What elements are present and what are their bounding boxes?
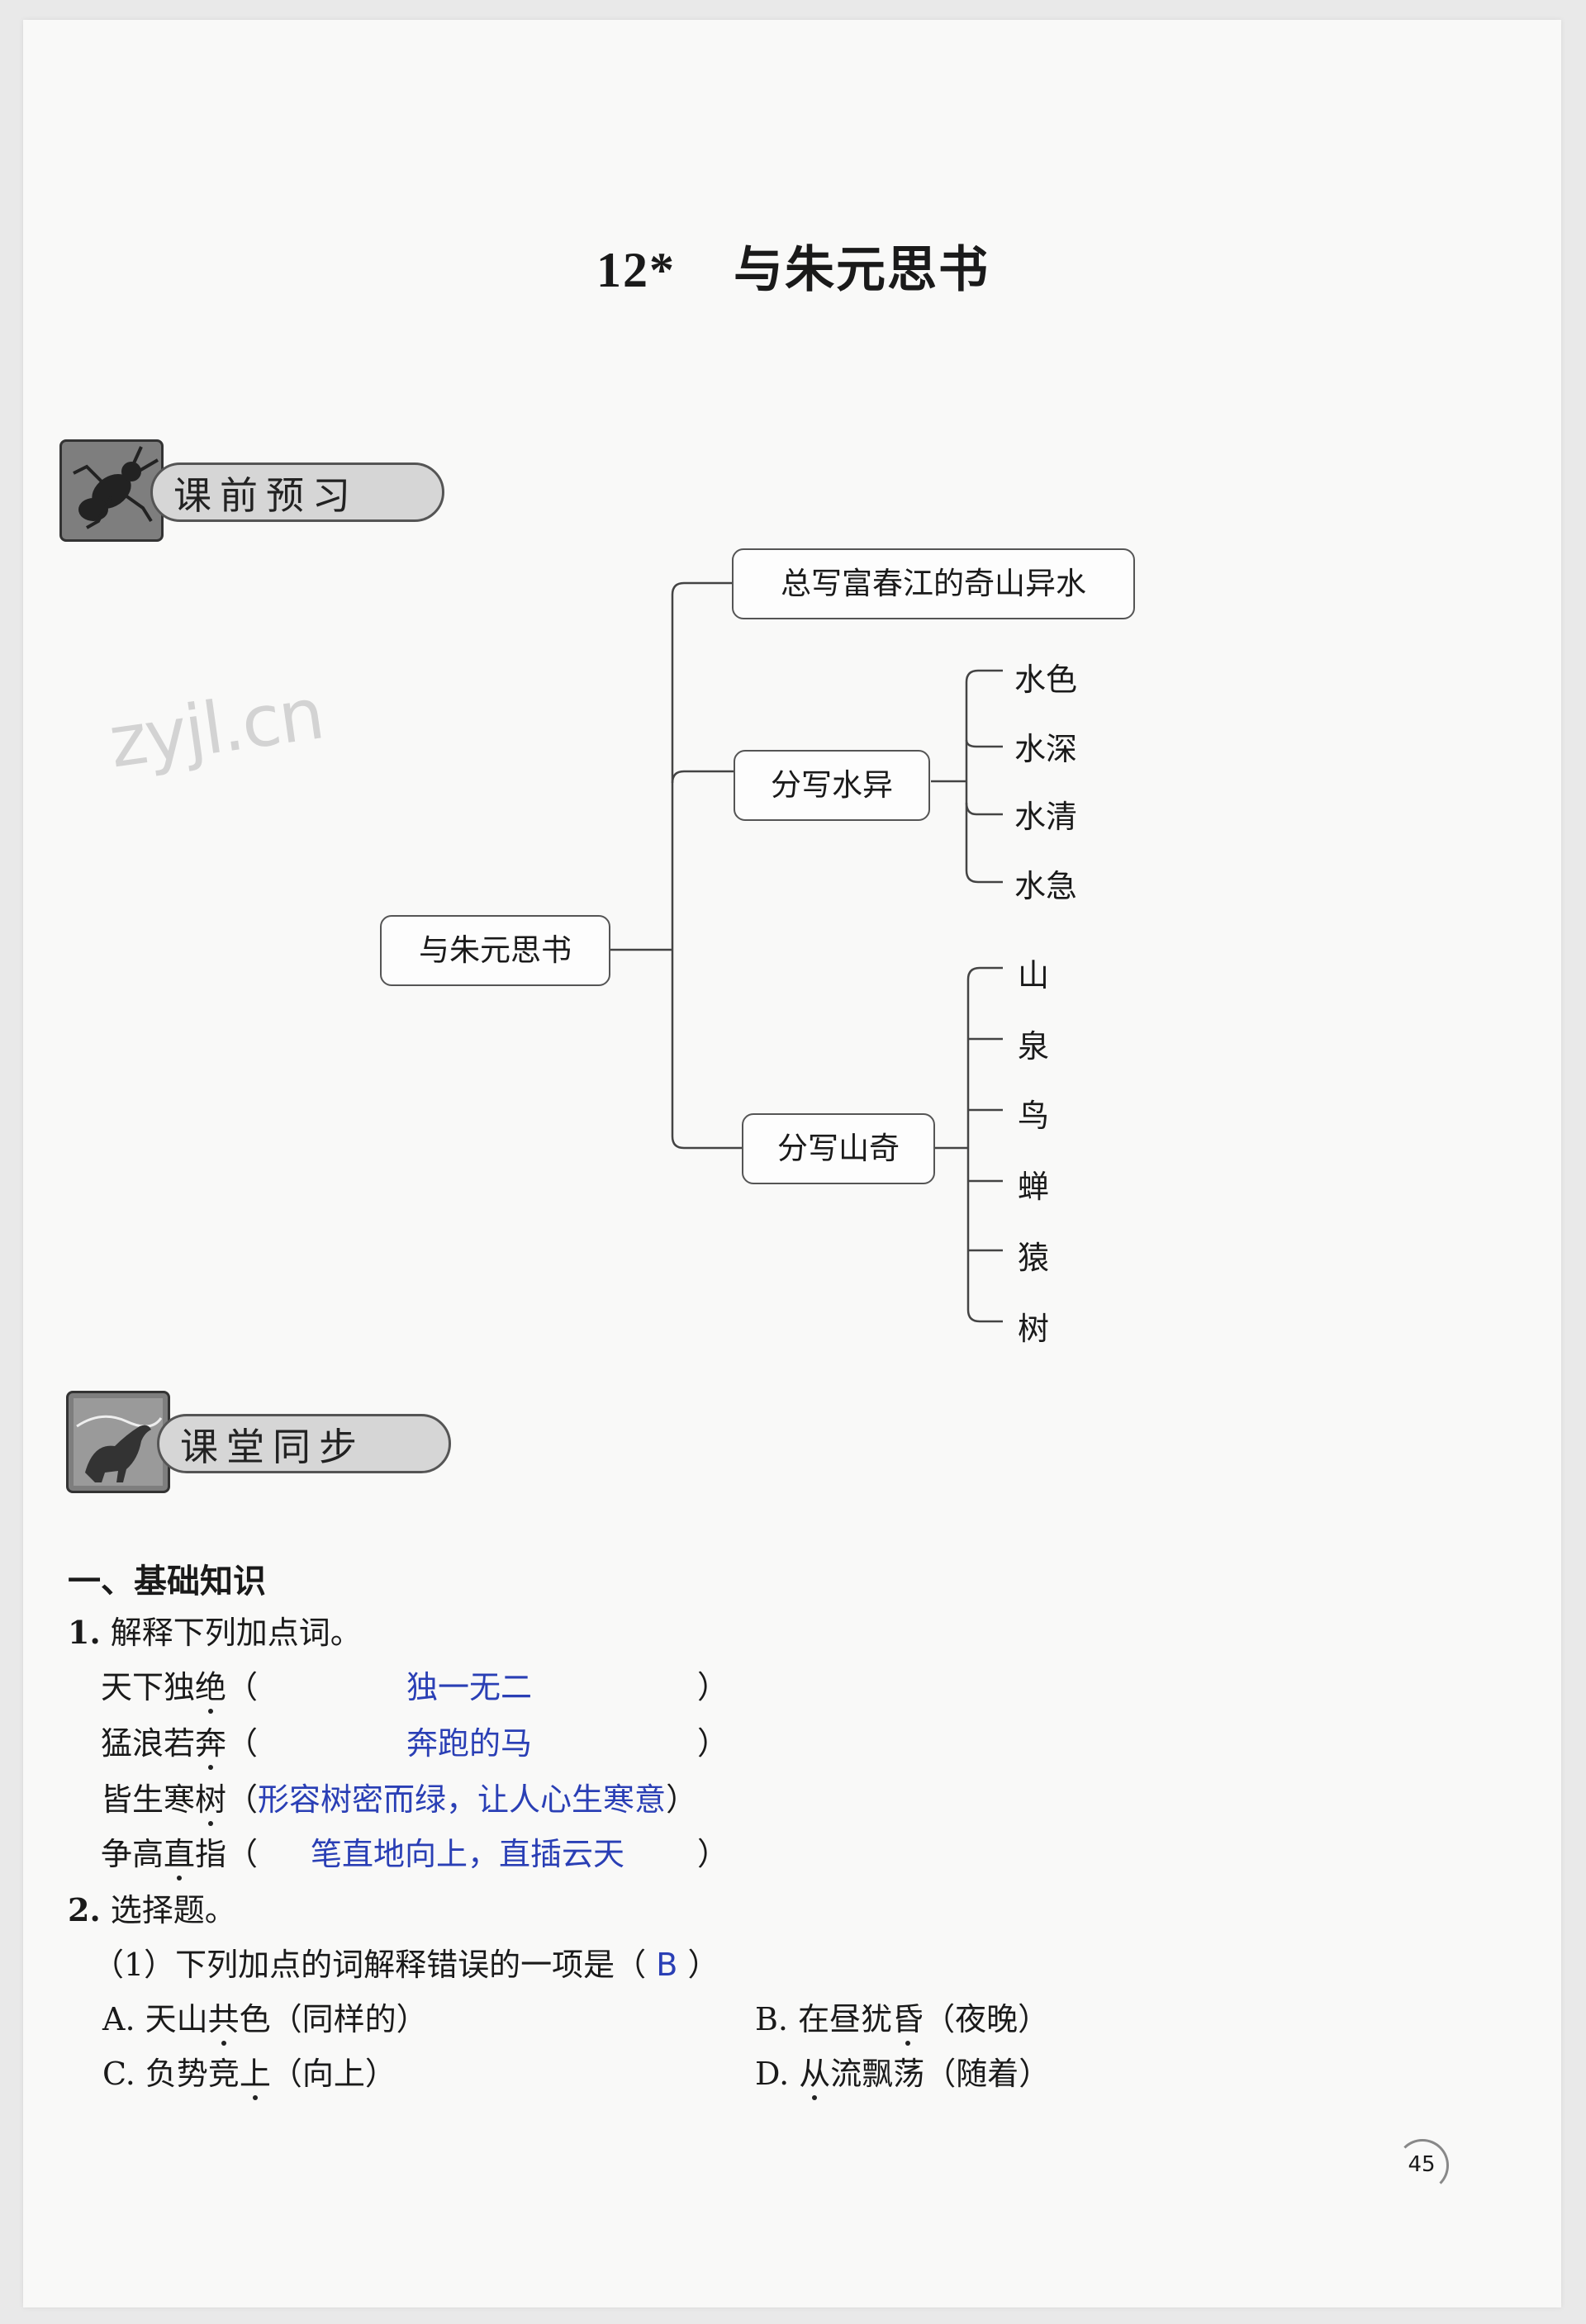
mindmap-leaf-mountain: 蝉	[1018, 1169, 1050, 1205]
page-title: 12* 与朱元思书	[0, 230, 1586, 301]
dotted-char: 绝	[195, 1669, 227, 1705]
option-text: （向上）	[270, 2056, 396, 2092]
answer-text: 奔跑的马	[406, 1725, 533, 1762]
answer-text: 独一无二	[406, 1669, 533, 1705]
option-text: C. 负势竞	[102, 2056, 240, 2092]
mindmap-leaf-mountain: 树	[1018, 1311, 1050, 1347]
section-badge-classroom: 课堂同步	[66, 1391, 463, 1493]
term-text: 猛浪若	[101, 1725, 196, 1762]
open-paren: （	[226, 1669, 259, 1705]
dotted-char: 树	[195, 1781, 227, 1818]
question-prompt: 解释下列加点词。	[110, 1615, 362, 1651]
dotted-char: 共	[207, 2001, 240, 2037]
close-paren: ）	[687, 1947, 719, 1983]
q1-item: 争高直指（ 笔直地向上，直插云天 ）	[101, 1828, 729, 1874]
dotted-char: 直	[164, 1836, 196, 1872]
lesson-number: 12*	[596, 243, 676, 297]
sub-question-text: （1）下列加点的词解释错误的一项是（	[93, 1947, 647, 1983]
option-text: D.	[755, 2056, 800, 2092]
term-text: 皆生寒	[101, 1781, 196, 1818]
mindmap-branch-water: 分写水异	[734, 750, 930, 821]
close-paren: ）	[666, 1781, 698, 1818]
mindmap-leaf-mountain: 山	[1018, 957, 1050, 994]
mindmap-leaf-mountain: 泉	[1018, 1028, 1050, 1065]
option-text: B. 在昼犹	[755, 2001, 893, 2037]
answer-text: 笔直地向上，直插云天	[311, 1836, 625, 1872]
open-paren: （	[226, 1725, 259, 1762]
mindmap-branch-overview: 总写富春江的奇山异水	[732, 548, 1135, 619]
mindmap-root-node: 与朱元思书	[380, 915, 610, 986]
mindmap-connectors	[610, 581, 1003, 1323]
lesson-title: 与朱元思书	[734, 241, 990, 299]
option-a: A. 天山共色（同样的）	[102, 1994, 428, 2039]
term-text: 争高	[101, 1836, 164, 1872]
dotted-char: 奔	[195, 1725, 227, 1762]
question-number: 2.	[68, 1891, 101, 1928]
option-c: C. 负势竞上（向上）	[102, 2048, 396, 2094]
answer-text: 形容树密而绿，让人心生寒意	[258, 1781, 667, 1818]
q1-item: 皆生寒树（形容树密而绿，让人心生寒意）	[101, 1774, 729, 1819]
open-paren: （	[226, 1781, 259, 1818]
section-badge-preview: 课前预习	[59, 439, 448, 542]
mindmap-leaf-water: 水深	[1014, 731, 1078, 767]
dotted-char: 上	[239, 2056, 271, 2092]
question-2: 2. 选择题。	[68, 1885, 236, 1930]
q2-sub1: （1）下列加点的词解释错误的一项是（ B ）	[93, 1939, 719, 1985]
option-text: （夜晚）	[924, 2001, 1050, 2037]
q1-item: 猛浪若奔（ 奔跑的马 ）	[101, 1718, 729, 1763]
open-paren: （	[226, 1836, 259, 1872]
option-text: A. 天山	[102, 2001, 208, 2037]
term-text: 指	[195, 1836, 227, 1872]
section-title-classroom: 课堂同步	[180, 1425, 365, 1469]
q1-item: 天下独绝（ 独一无二 ）	[101, 1662, 729, 1707]
question-number: 1.	[68, 1614, 101, 1651]
option-d: D. 从流飘荡（随着）	[755, 2048, 1050, 2094]
close-paren: ）	[697, 1836, 729, 1872]
badge-pill	[150, 462, 444, 522]
option-text: 色（同样的）	[239, 2001, 428, 2037]
mindmap-leaf-water: 水色	[1014, 662, 1078, 698]
dotted-char: 从	[799, 2056, 831, 2092]
section-title-preview: 课前预习	[173, 473, 359, 518]
mindmap-leaf-mountain: 猿	[1018, 1240, 1050, 1276]
page-number: 45	[1396, 2139, 1449, 2192]
badge-pill	[157, 1414, 451, 1473]
question-1: 1. 解释下列加点词。	[68, 1607, 362, 1653]
option-text: 流飘荡（随着）	[830, 2056, 1051, 2092]
mindmap-leaf-water: 水清	[1014, 799, 1078, 835]
dotted-char: 昏	[892, 2001, 924, 2037]
question-prompt: 选择题。	[110, 1892, 236, 1928]
mindmap-branch-mountain: 分写山奇	[742, 1113, 935, 1184]
term-text: 天下独	[101, 1669, 196, 1705]
mindmap-leaf-mountain: 鸟	[1018, 1098, 1050, 1134]
close-paren: ）	[697, 1725, 729, 1762]
close-paren: ）	[697, 1669, 729, 1705]
mindmap-leaf-water: 水急	[1014, 868, 1078, 904]
dinosaur-illustration-icon	[66, 1391, 170, 1493]
option-b: B. 在昼犹昏（夜晚）	[755, 1994, 1049, 2039]
part-heading: 一、基础知识	[68, 1563, 266, 1601]
answer-choice: B	[656, 1947, 678, 1983]
